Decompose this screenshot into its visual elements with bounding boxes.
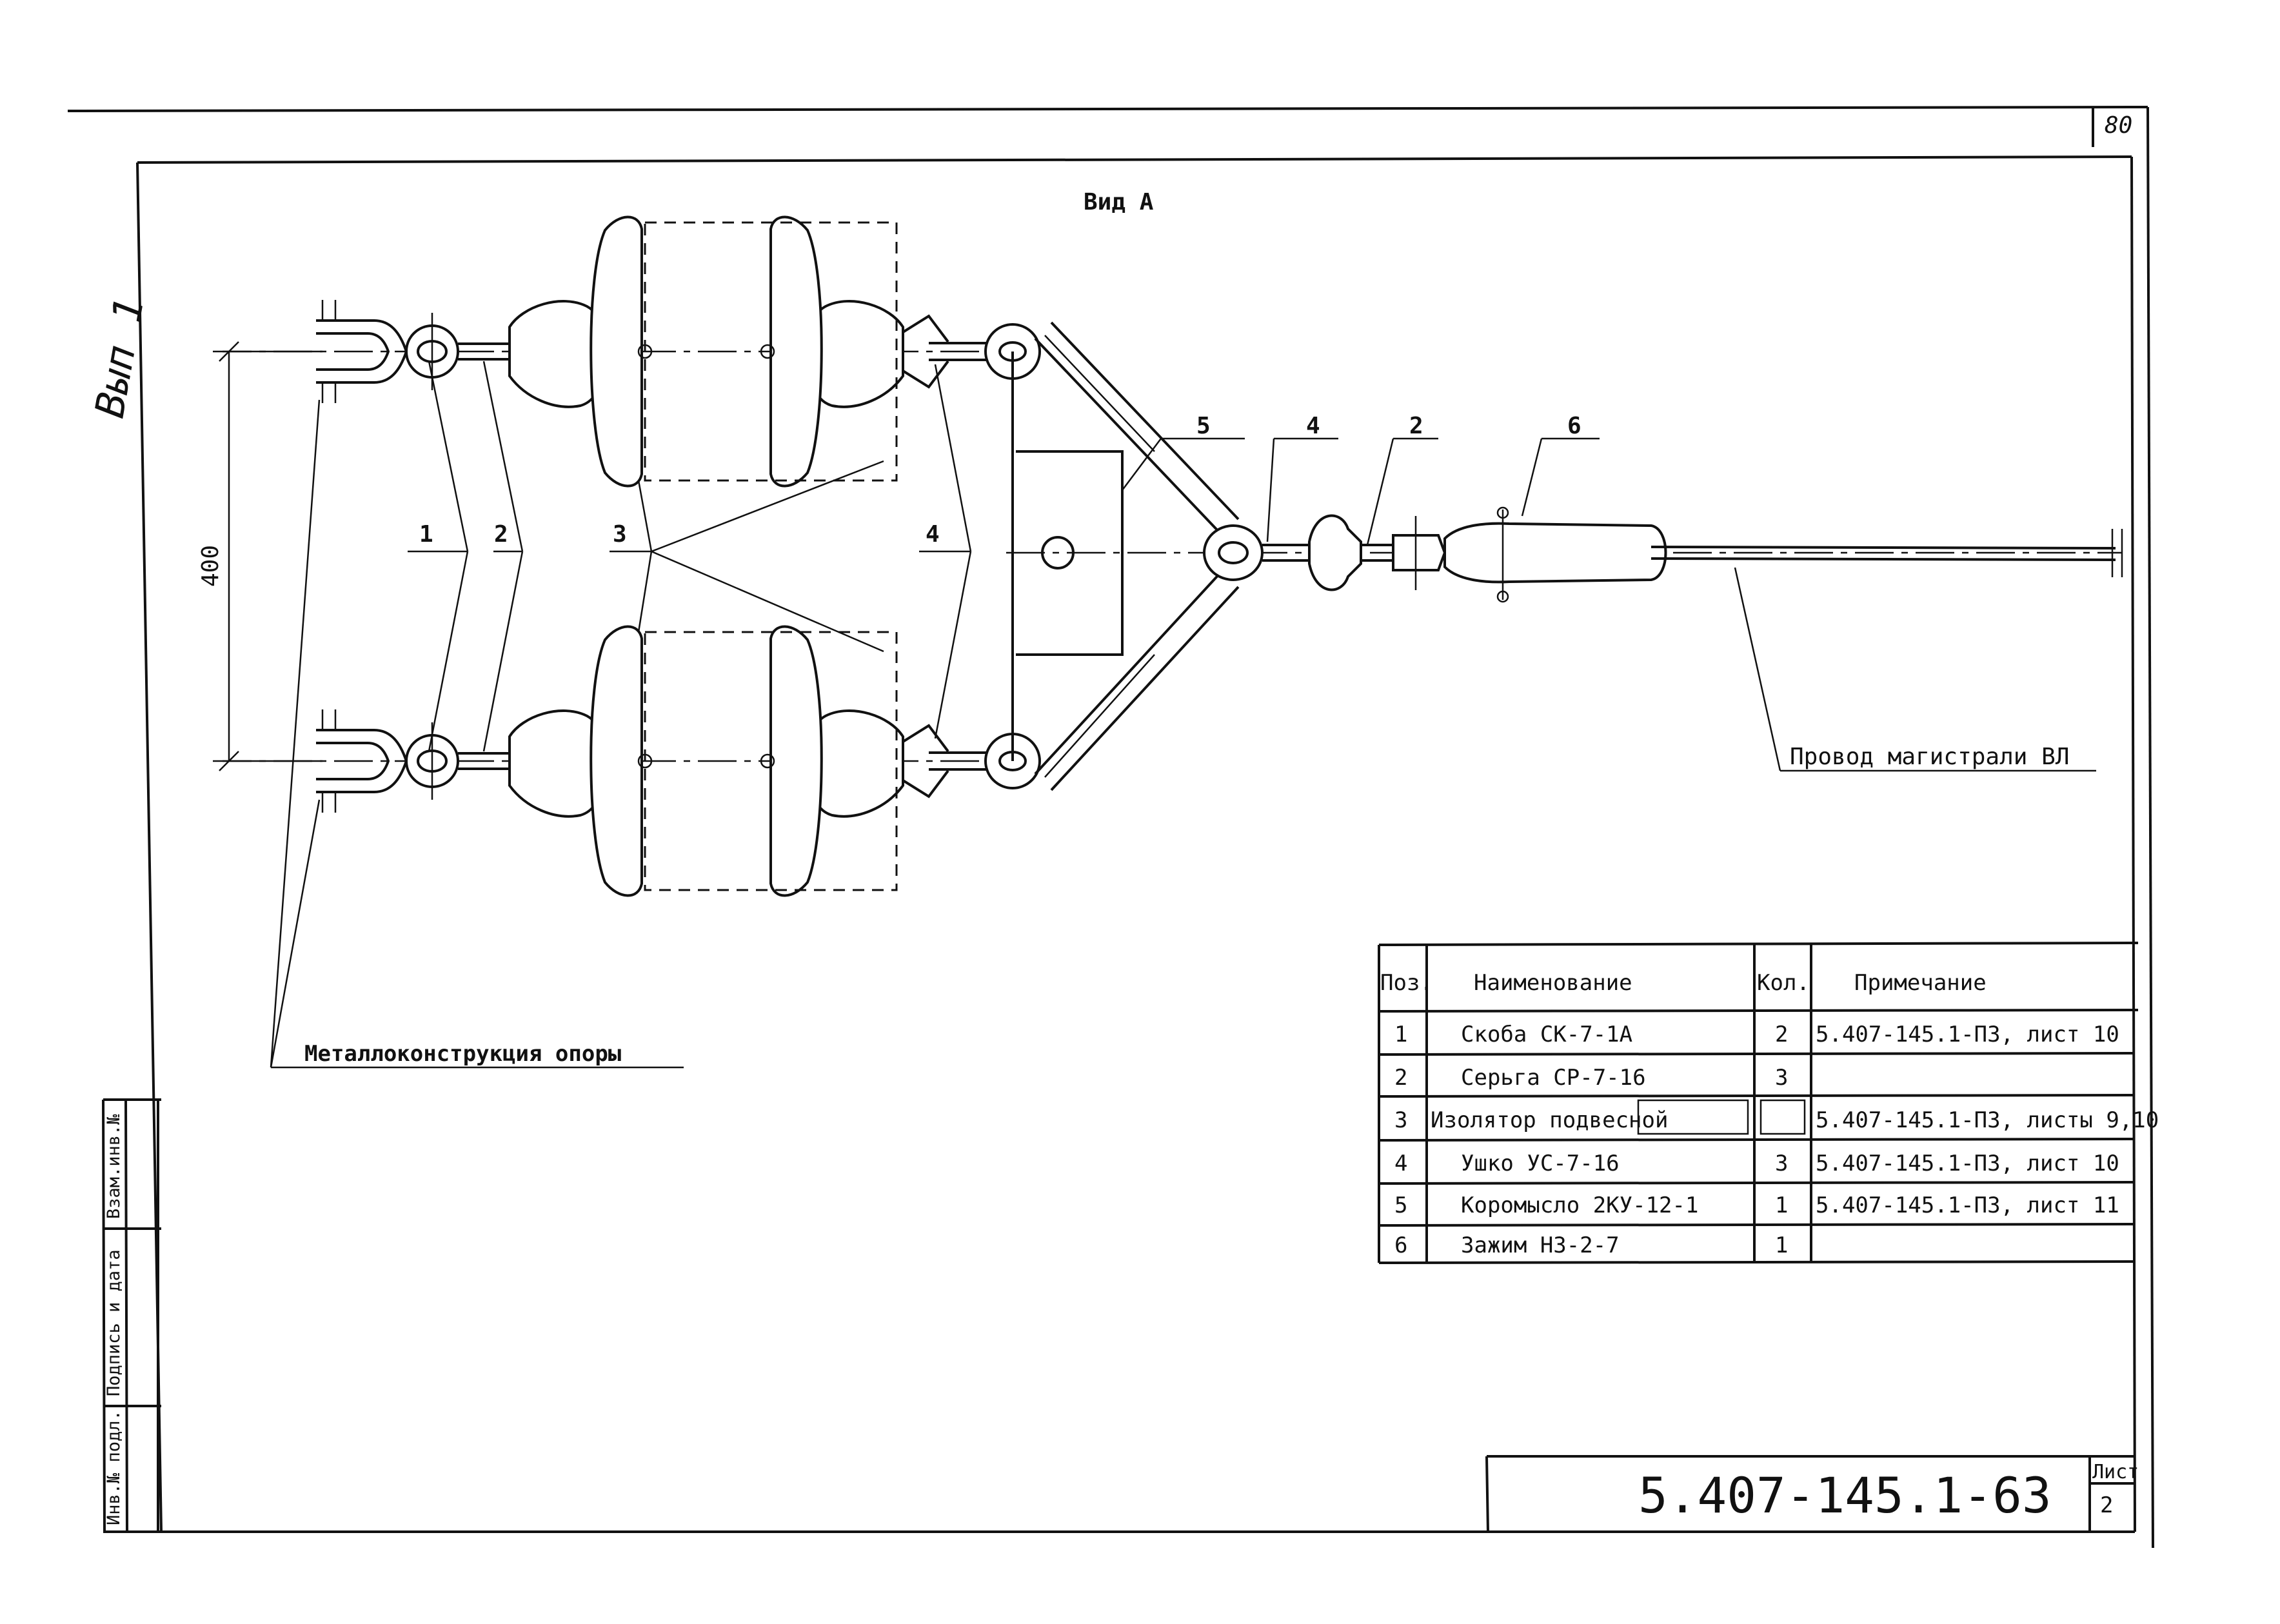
svg-text:4: 4 [1394, 1151, 1407, 1176]
table-row: 5 Коромысло 2КУ-12-1 1 5.407-145.1-ПЗ, л… [1394, 1193, 2119, 1218]
sheet-frame [67, 106, 2154, 1549]
stamp-inv-number: Инв.№ подл. [104, 1410, 124, 1525]
sheet-label: Лист [2092, 1461, 2139, 1483]
view-title: Вид А [1084, 189, 1154, 215]
svg-text:3: 3 [1394, 1107, 1407, 1133]
callout-4b: 4 [1306, 413, 1320, 439]
structure-label: Металлоконструкция опоры [304, 1041, 621, 1067]
page-number: 80 [2105, 112, 2132, 139]
margin-note: Вып 1 [86, 294, 153, 421]
callout-6: 6 [1567, 413, 1581, 439]
svg-text:1: 1 [1775, 1193, 1788, 1218]
table-header-qty: Кол. [1757, 970, 1810, 996]
svg-text:2: 2 [1775, 1022, 1788, 1047]
table-row: 3 Изолятор подвесной 5.407-145.1-ПЗ, лис… [1394, 1107, 2159, 1133]
svg-text:2: 2 [1394, 1065, 1407, 1091]
svg-text:Скоба СК-7-1А: Скоба СК-7-1А [1461, 1022, 1632, 1047]
svg-text:6: 6 [1394, 1233, 1407, 1258]
svg-text:Изолятор подвесной: Изолятор подвесной [1431, 1107, 1668, 1133]
table-header-note: Примечание [1854, 970, 1987, 996]
stamp-signature-date: Подпись и дата [104, 1249, 124, 1396]
callout-5: 5 [1196, 413, 1211, 439]
svg-text:5: 5 [1394, 1193, 1407, 1218]
table-row: 4 Ушко УС-7-16 3 5.407-145.1-ПЗ, лист 10 [1394, 1151, 2119, 1176]
svg-text:1: 1 [1775, 1233, 1788, 1258]
table-row: 2 Серьга СР-7-16 3 [1394, 1065, 1788, 1091]
svg-text:5.407-145.1-ПЗ, лист 10: 5.407-145.1-ПЗ, лист 10 [1816, 1022, 2119, 1047]
callout-2: 2 [494, 521, 508, 548]
svg-text:Коромысло 2КУ-12-1: Коромысло 2КУ-12-1 [1461, 1193, 1698, 1218]
svg-text:Серьга СР-7-16: Серьга СР-7-16 [1461, 1065, 1646, 1091]
callout-2b: 2 [1409, 413, 1423, 439]
svg-text:Зажим НЗ-2-7: Зажим НЗ-2-7 [1461, 1233, 1620, 1258]
svg-text:3: 3 [1775, 1065, 1788, 1091]
title-block: 5.407-145.1-63 Лист 2 [1485, 1455, 2139, 1532]
svg-text:Ушко УС-7-16: Ушко УС-7-16 [1461, 1151, 1620, 1176]
callout-numbers: 1 2 3 4 5 4 2 6 [419, 413, 1581, 548]
callout-1: 1 [419, 521, 433, 548]
svg-text:5.407-145.1-ПЗ, листы 9,10: 5.407-145.1-ПЗ, листы 9,10 [1816, 1107, 2159, 1133]
approval-stamp: Инв.№ подл. Подпись и дата Взам.инв.№ [102, 1098, 161, 1532]
document-code: 5.407-145.1-63 [1638, 1467, 2052, 1524]
table-row: 1 Скоба СК-7-1А 2 5.407-145.1-ПЗ, лист 1… [1394, 1022, 2119, 1047]
sheet-number: 2 [2100, 1492, 2113, 1518]
table-header-name: Наименование [1474, 970, 1632, 996]
dimension-label: 400 [197, 545, 224, 587]
wire-clamp-assembly [1262, 506, 2123, 603]
table-row: 6 Зажим НЗ-2-7 1 [1394, 1233, 1788, 1258]
parts-table: Поз. Наименование Кол. Примечание 1 Скоб… [1378, 942, 2159, 1264]
svg-text:3: 3 [1775, 1151, 1788, 1176]
callout-leaders [270, 361, 2096, 1069]
wire-label: Провод магистрали ВЛ [1790, 744, 2069, 770]
lower-insulator-string [315, 625, 1041, 897]
yoke-plate [1011, 321, 1264, 791]
callout-4: 4 [926, 521, 940, 548]
dimension-400: 400 [197, 341, 322, 771]
svg-text:5.407-145.1-ПЗ, лист 11: 5.407-145.1-ПЗ, лист 11 [1816, 1193, 2119, 1218]
table-header-pos: Поз. [1380, 970, 1433, 996]
callout-3: 3 [613, 521, 627, 548]
stamp-replaces-inv: Взам.инв.№ [104, 1114, 124, 1219]
svg-text:5.407-145.1-ПЗ, лист 10: 5.407-145.1-ПЗ, лист 10 [1816, 1151, 2119, 1176]
assembly-drawing: 400 1 2 3 4 5 4 2 6 [197, 215, 2123, 1069]
svg-text:1: 1 [1394, 1022, 1407, 1047]
